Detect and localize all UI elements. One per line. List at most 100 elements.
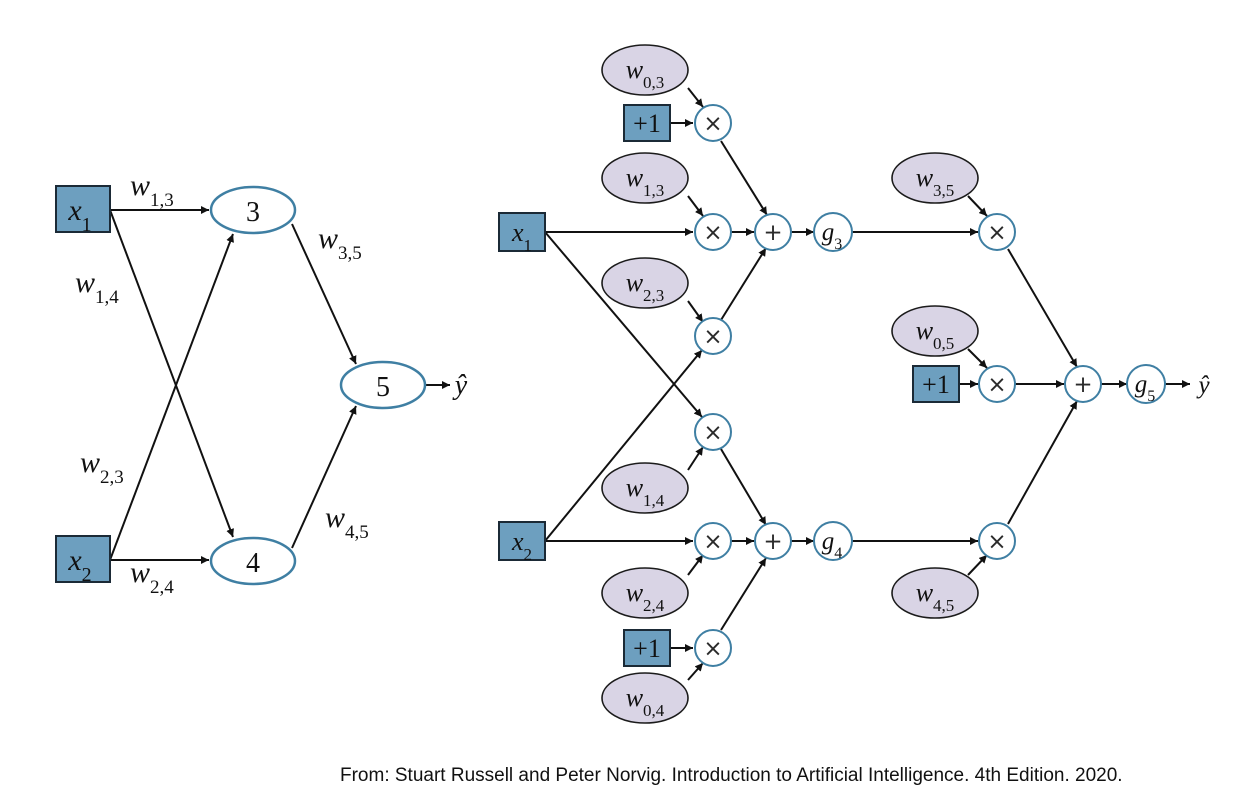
right-weight-w35 <box>891 152 979 204</box>
left-edge-x1-4 <box>109 209 234 538</box>
right-weight-w03 <box>601 44 689 96</box>
right-mul-w14 <box>694 413 732 451</box>
right-edge-x1-mul14 <box>544 231 703 418</box>
right-weight-w35-label: w3,5 <box>916 163 955 200</box>
right-mul-w13 <box>694 213 732 251</box>
right-mul-w24-symbol: × <box>703 529 722 555</box>
left-input-x1-label: x1 <box>67 194 91 236</box>
right-weight-w04 <box>601 672 689 724</box>
citation: From: Stuart Russell and Peter Norvig. I… <box>340 765 1123 786</box>
right-mul-w03-symbol: × <box>703 111 722 137</box>
right-edge-w03-mul <box>687 87 704 108</box>
right-edge-mul45-sum5 <box>1007 400 1078 525</box>
right-activation-g4-label: g4 <box>822 528 843 562</box>
right-edge-mul03-sum3 <box>720 140 768 216</box>
right-edge-w24-mul <box>687 554 704 576</box>
right-activation-g4 <box>813 521 853 561</box>
right-mul-w23 <box>694 317 732 355</box>
right-activation-g5 <box>1126 364 1166 404</box>
right-input-x1-label: x1 <box>511 218 532 255</box>
right-bias-3 <box>623 104 671 142</box>
right-edge-mul14-sum4 <box>720 448 767 526</box>
right-edge-w14-mul <box>687 446 704 471</box>
right-weight-w23-label: w2,3 <box>626 268 665 305</box>
right-activation-g3-label: g3 <box>822 219 843 253</box>
right-bias-4 <box>623 629 671 667</box>
right-edge-w35-mul <box>967 195 988 217</box>
edges <box>109 87 1190 681</box>
right-weight-w05-label: w0,5 <box>916 316 955 353</box>
left-unit-5 <box>339 360 427 410</box>
left-output-yhat: ŷ <box>452 370 468 401</box>
right-input-x2-label: x2 <box>511 527 532 564</box>
left-weight-w23: w2,3 <box>80 446 124 488</box>
right-bias-5 <box>912 365 960 403</box>
right-activation-g5-label: g5 <box>1135 371 1156 405</box>
left-unit-3-label: 3 <box>246 197 260 228</box>
right-edge-w05-mul <box>967 348 988 369</box>
right-mul-w45 <box>978 522 1016 560</box>
left-weight-w13: w1,3 <box>130 169 174 211</box>
right-sum-3 <box>754 213 792 251</box>
left-input-x2-box <box>55 535 111 583</box>
right-weight-w45 <box>891 567 979 619</box>
right-weight-w24 <box>601 567 689 619</box>
right-mul-w04-symbol: × <box>703 636 722 662</box>
right-mul-w24 <box>694 522 732 560</box>
right-mul-w35 <box>978 213 1016 251</box>
right-mul-w35-symbol: × <box>987 220 1006 246</box>
left-edge-4-5 <box>291 405 357 549</box>
right-activation-g3 <box>813 212 853 252</box>
left-unit-5-label: 5 <box>376 372 390 403</box>
right-mul-w23-symbol: × <box>703 324 722 350</box>
right-edge-mul04-sum4 <box>720 557 767 631</box>
nodes <box>55 44 1166 724</box>
left-unit-4-label: 4 <box>246 548 260 579</box>
right-weight-w13 <box>601 152 689 204</box>
right-weight-w23 <box>601 257 689 309</box>
right-mul-w03 <box>694 104 732 142</box>
right-input-x2-box <box>498 521 546 561</box>
left-input-x1-box <box>55 185 111 233</box>
right-weight-w04-label: w0,4 <box>626 683 665 720</box>
right-edge-mul23-sum3 <box>720 247 767 321</box>
right-sum-5 <box>1064 365 1102 403</box>
right-weight-w45-label: w4,5 <box>916 578 955 615</box>
right-weight-w14-label: w1,4 <box>626 473 665 510</box>
right-weight-w13-label: w1,3 <box>626 163 665 200</box>
right-bias-3-label: +1 <box>633 109 661 138</box>
right-edge-x2-mul23 <box>544 349 703 542</box>
right-edge-w23-mul <box>687 300 704 323</box>
right-mul-w05-symbol: × <box>987 372 1006 398</box>
right-mul-w04 <box>694 629 732 667</box>
left-weight-w24: w2,4 <box>130 556 174 598</box>
right-edge-w45-mul <box>967 554 988 576</box>
right-mul-w13-symbol: × <box>703 220 722 246</box>
left-edge-3-5 <box>291 223 357 365</box>
right-sum-3-symbol: + <box>763 220 782 246</box>
left-weight-w35: w3,5 <box>318 222 362 264</box>
right-weight-w14 <box>601 462 689 514</box>
labels: x1 x2 3 4 5 ŷ w1,3 w1,4 w2,3 w2,4 w3,5 w4,5 x1 x2 +1 +1… <box>67 55 1210 720</box>
right-sum-5-symbol: + <box>1073 372 1092 398</box>
left-unit-4 <box>209 536 297 586</box>
right-output-yhat: ŷ <box>1195 372 1210 399</box>
right-input-x1-box <box>498 212 546 252</box>
right-weight-w24-label: w2,4 <box>626 578 665 615</box>
left-unit-3 <box>209 185 297 235</box>
right-bias-4-label: +1 <box>633 634 661 663</box>
left-weight-w14: w1,4 <box>75 266 119 308</box>
right-edge-mul35-sum5 <box>1007 248 1078 368</box>
left-weight-w45: w4,5 <box>325 501 369 543</box>
right-sum-4-symbol: + <box>763 529 782 555</box>
left-input-x2-label: x2 <box>67 544 91 586</box>
left-edge-x2-3 <box>109 233 234 561</box>
right-edge-w13-mul <box>687 195 704 217</box>
right-mul-w05 <box>978 365 1016 403</box>
right-edge-w04-mul <box>687 662 704 681</box>
right-weight-w05 <box>891 305 979 357</box>
right-mul-w14-symbol: × <box>703 420 722 446</box>
right-bias-5-label: +1 <box>922 370 950 399</box>
right-weight-w03-label: w0,3 <box>626 55 665 92</box>
